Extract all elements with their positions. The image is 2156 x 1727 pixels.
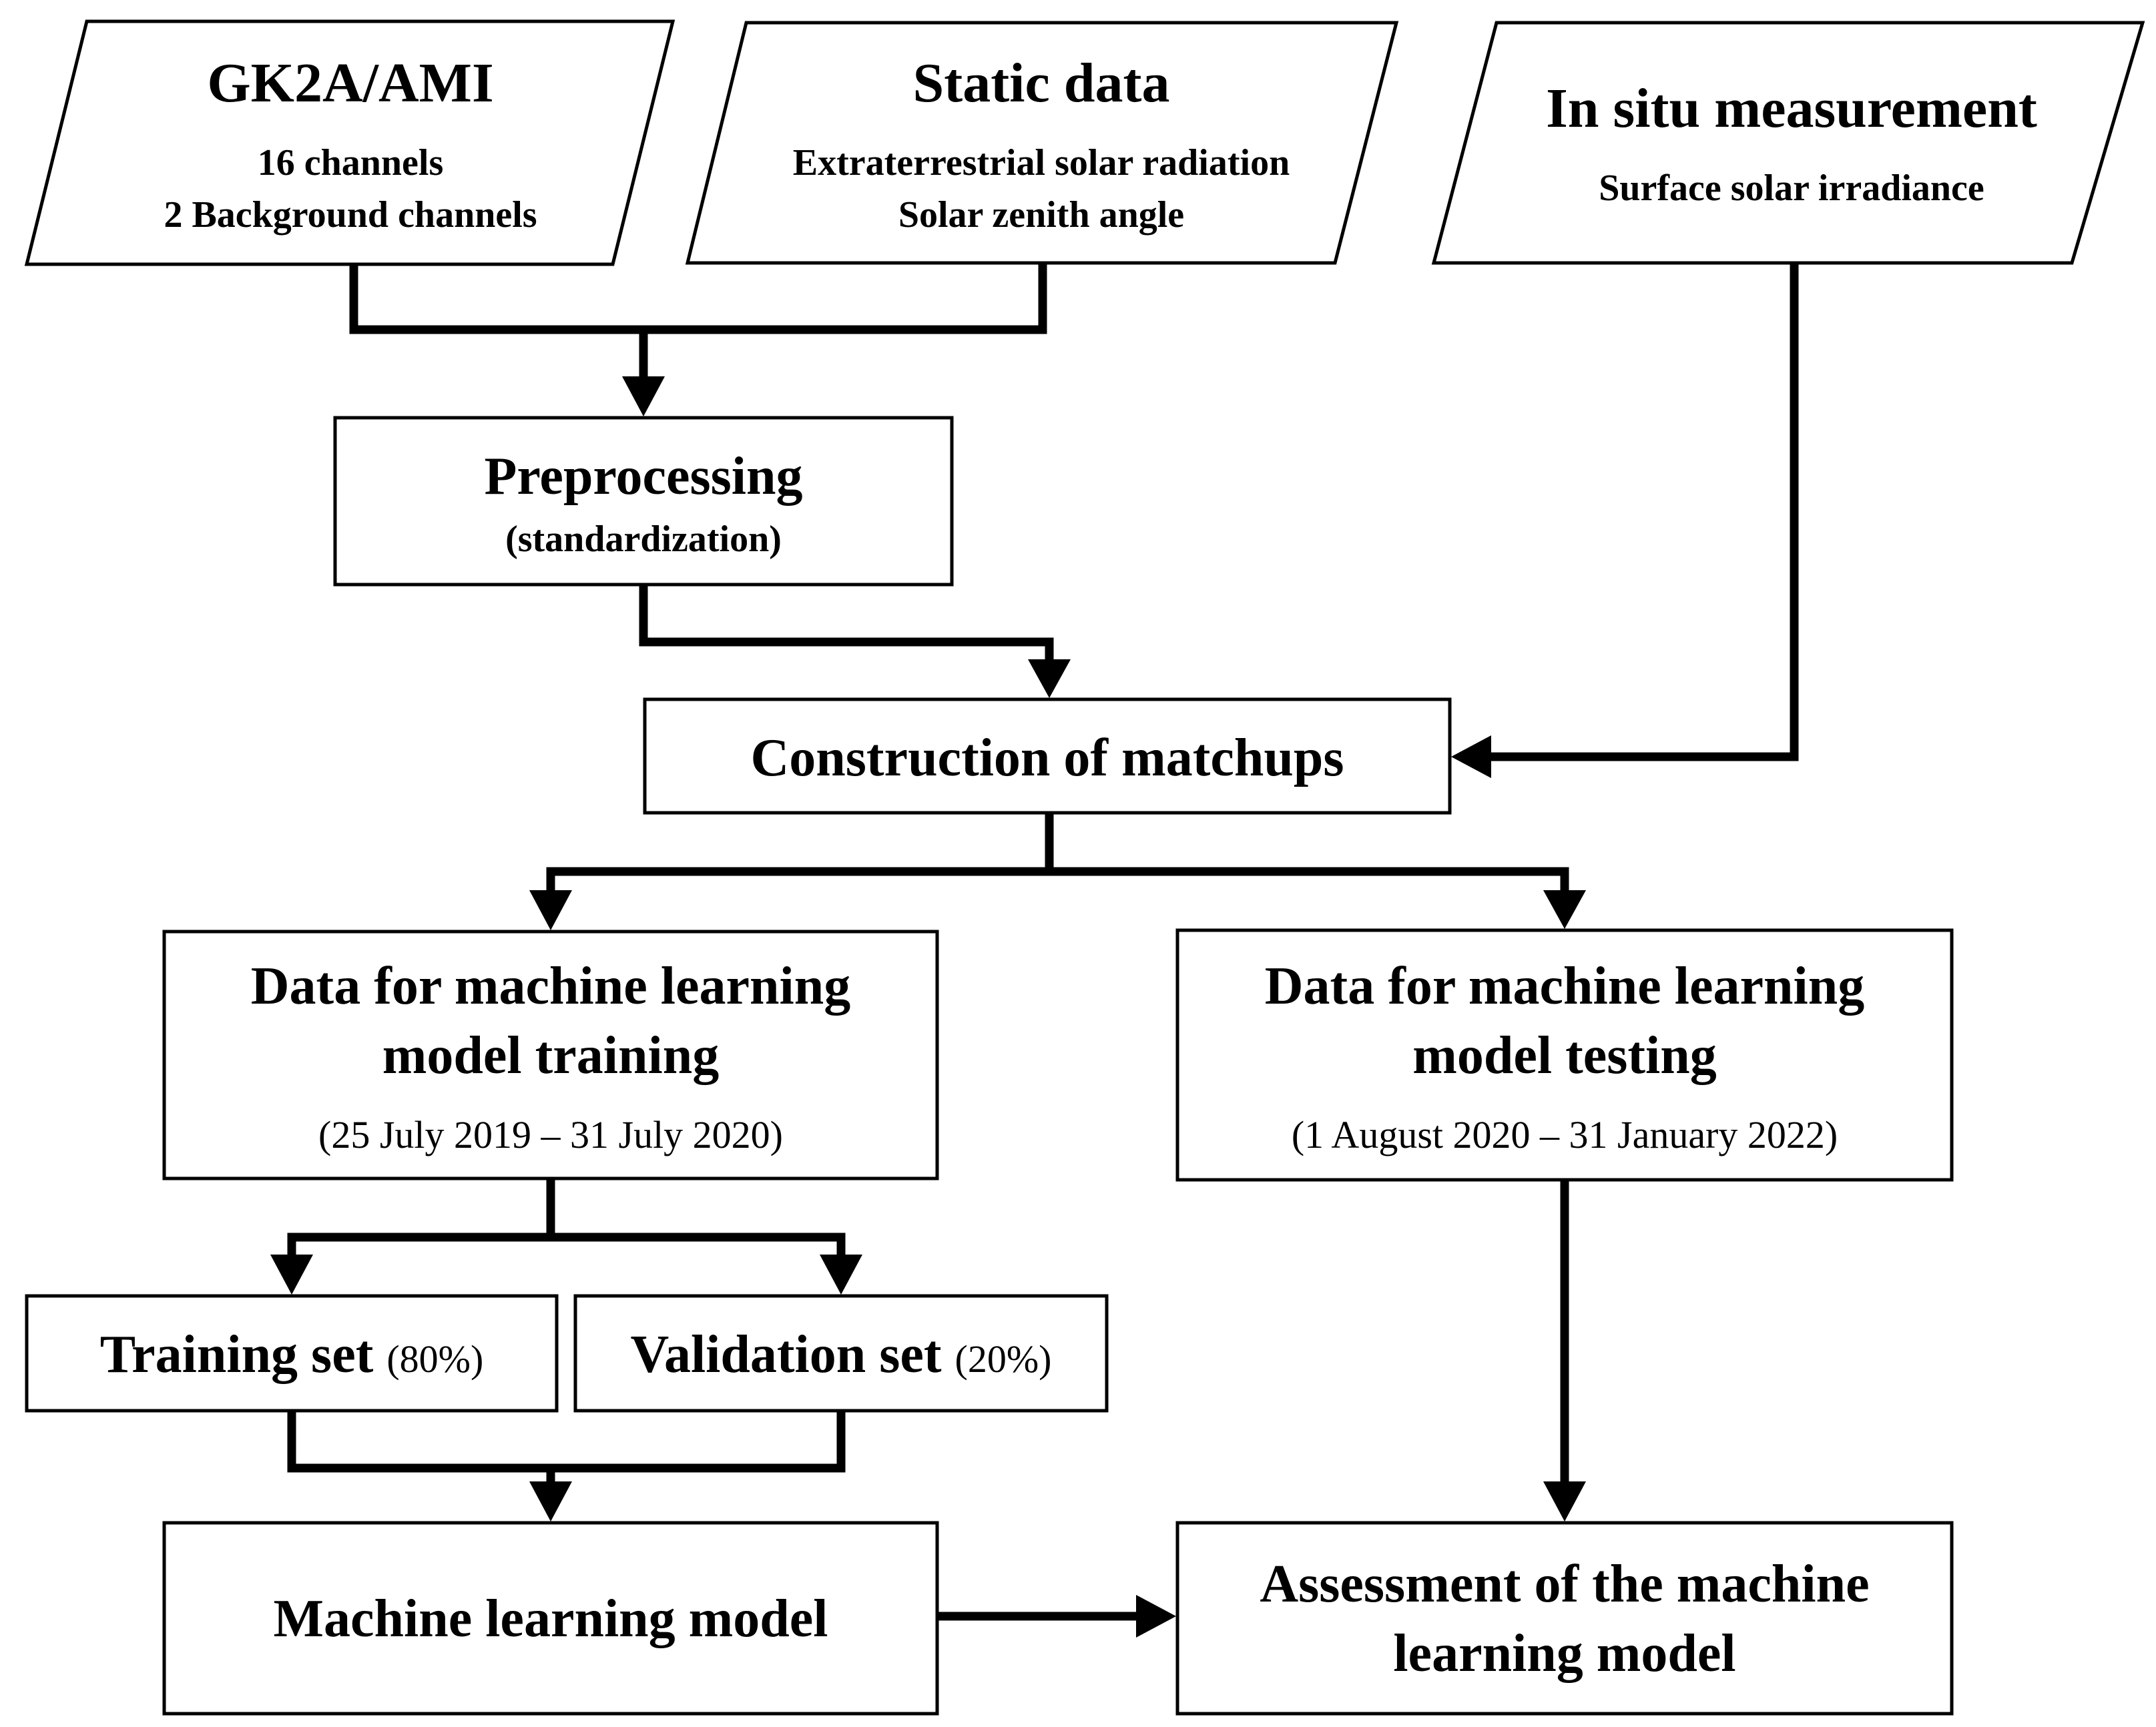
extraterrestrial-solar-radiation: Extraterrestrial solar radiation (793, 142, 1290, 184)
training-set-share: (80%) (386, 1337, 483, 1381)
gk2a-background-channels: 2 Background channels (164, 194, 537, 236)
construction-of-matchups-box: Construction of matchups (643, 697, 1452, 815)
arrowhead-to-matchups (1028, 659, 1071, 698)
machine-learning-model-box: Machine learning model (162, 1521, 939, 1716)
ml-model-title: Machine learning model (273, 1590, 828, 1648)
arrowhead-to-preprocessing (622, 376, 665, 416)
testing-data-box: Data for machine learning model testing … (1175, 928, 1954, 1182)
assessment-line2: learning model (1393, 1624, 1735, 1683)
arrowhead-to-ml-model (529, 1481, 572, 1521)
arrowhead-from-insitu (1451, 735, 1491, 778)
connector-training-data-split (270, 1178, 862, 1295)
connector-sets-to-ml-model (287, 1411, 846, 1521)
static-data-input: Static data Extraterrestrial solar radia… (685, 21, 1399, 265)
training-set-text: Training set (80%) (100, 1325, 484, 1384)
gk2a-title: GK2A/AMI (207, 52, 493, 114)
in-situ-title: In situ measurement (1546, 77, 2037, 139)
connector-insitu-to-matchups (1451, 263, 1799, 778)
training-data-line2: model training (382, 1026, 719, 1085)
testing-data-line1: Data for machine learning (1265, 957, 1864, 1016)
surface-solar-irradiance: Surface solar irradiance (1599, 167, 1984, 209)
in-situ-measurement-input: In situ measurement Surface solar irradi… (1431, 21, 2145, 265)
preprocessing-subtitle: (standardization) (505, 519, 782, 560)
assessment-box: Assessment of the machine learning model (1175, 1521, 1954, 1716)
preprocessing-title: Preprocessing (485, 447, 803, 506)
validation-set-text: Validation set (20%) (631, 1325, 1052, 1384)
arrowhead-ml-to-assessment (1136, 1595, 1176, 1638)
validation-set-share: (20%) (955, 1337, 1052, 1381)
training-set-box: Training set (80%) (25, 1294, 559, 1413)
connector-preprocessing-to-matchups (639, 585, 1071, 698)
training-data-box: Data for machine learning model training… (162, 930, 939, 1180)
solar-zenith-angle: Solar zenith angle (898, 194, 1184, 236)
matchups-title: Construction of matchups (751, 729, 1344, 787)
connector-testing-data-to-assessment (1543, 1180, 1586, 1521)
gk2a-ami-input: GK2A/AMI 16 channels 2 Background channe… (24, 19, 676, 266)
validation-set-label: Validation set (631, 1325, 942, 1384)
testing-data-period: (1 August 2020 – 31 January 2022) (1292, 1113, 1838, 1156)
connector-matchups-split (529, 813, 1586, 930)
preprocessing-box: Preprocessing (standardization) (333, 416, 954, 587)
arrowhead-to-validation-set (820, 1255, 862, 1295)
static-data-title: Static data (913, 52, 1170, 114)
validation-set-box: Validation set (20%) (573, 1294, 1109, 1413)
training-data-line1: Data for machine learning (251, 957, 850, 1016)
gk2a-channels: 16 channels (258, 142, 444, 184)
connector-inputs-to-preprocessing (349, 263, 1047, 416)
training-data-period: (25 July 2019 – 31 July 2020) (318, 1113, 783, 1156)
arrowhead-to-testing-data (1543, 890, 1586, 929)
assessment-line1: Assessment of the machine (1260, 1555, 1869, 1614)
training-set-label: Training set (100, 1325, 374, 1384)
arrowhead-to-training-set (270, 1255, 313, 1295)
arrowhead-to-training-data (529, 890, 572, 930)
arrowhead-to-assessment (1543, 1481, 1586, 1521)
testing-data-line2: model testing (1412, 1026, 1717, 1085)
connector-ml-model-to-assessment (937, 1595, 1176, 1638)
